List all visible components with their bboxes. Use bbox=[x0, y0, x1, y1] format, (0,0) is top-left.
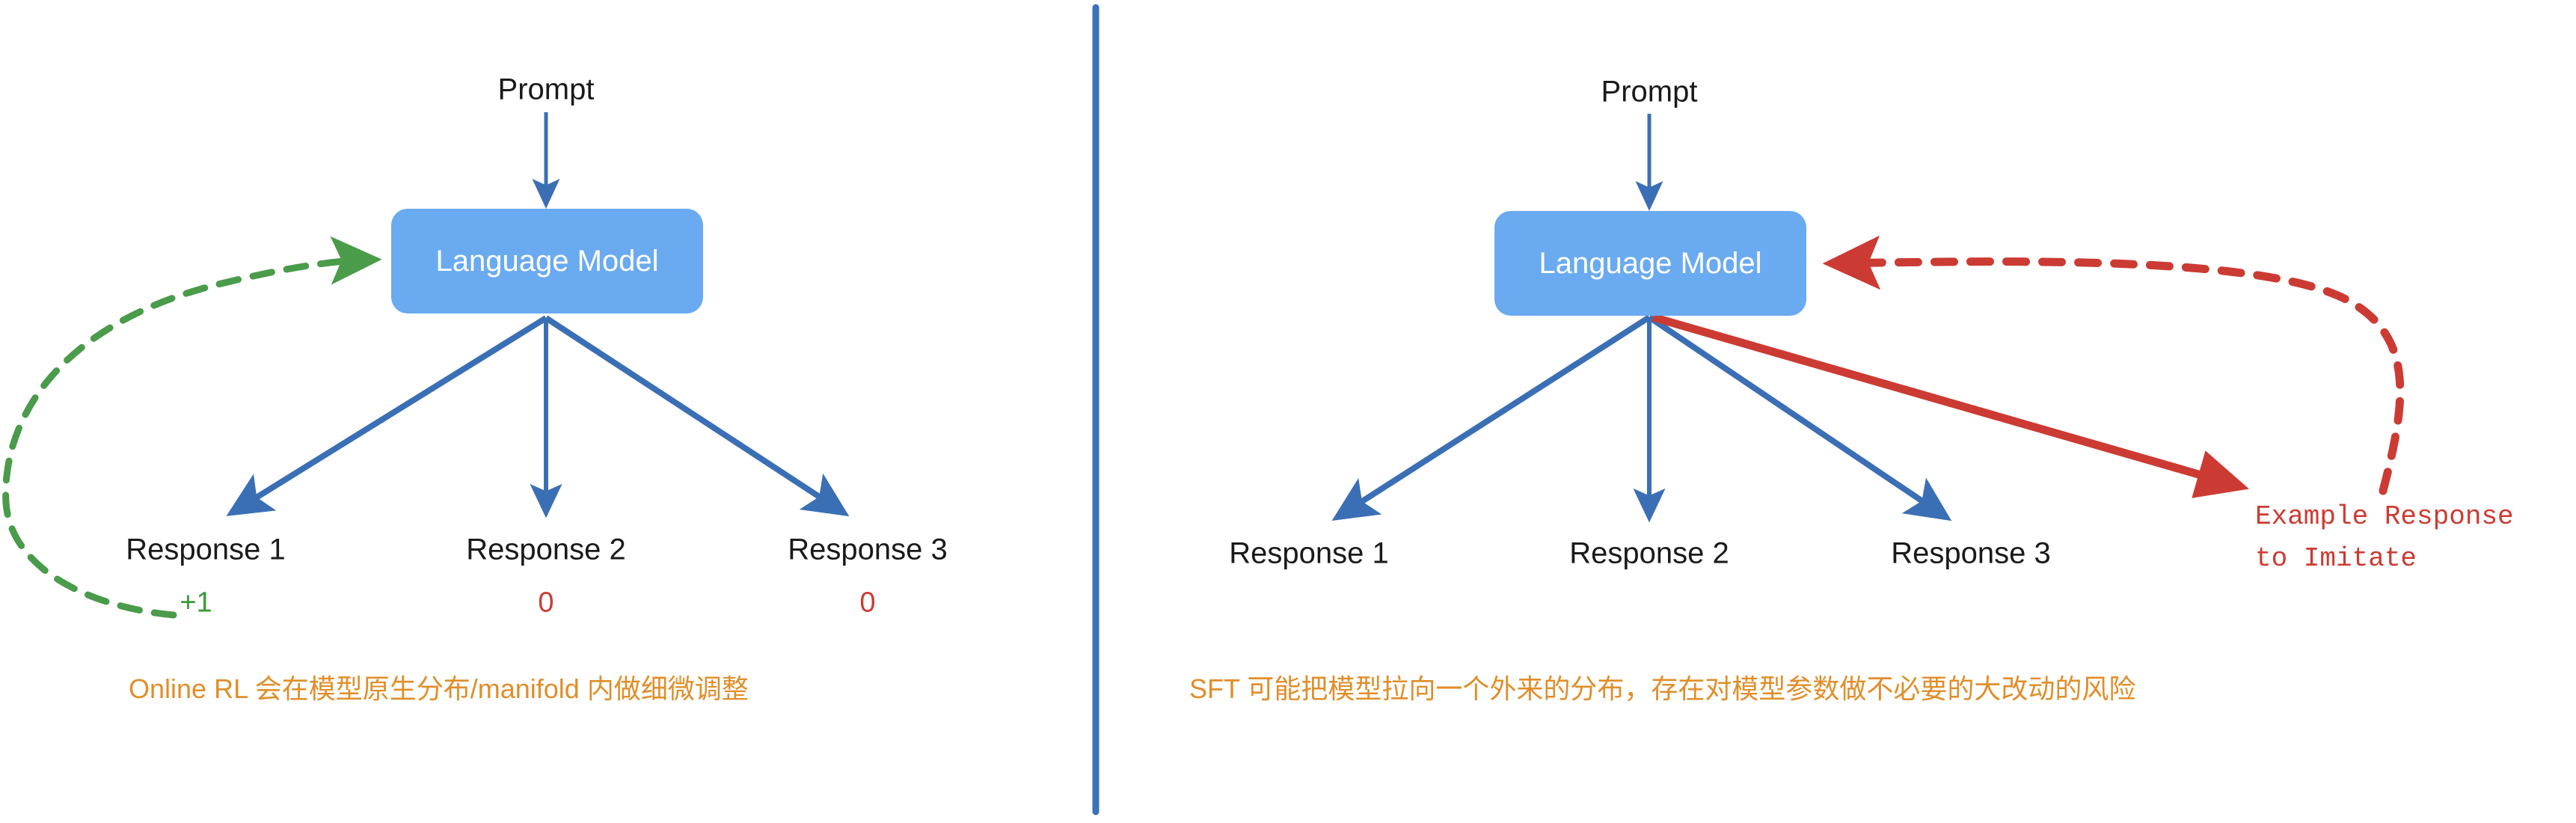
left-response-3-score: 0 bbox=[859, 587, 876, 619]
right-language-model-box[interactable]: Language Model bbox=[1494, 211, 1806, 316]
right-arrow-response-3 bbox=[1647, 314, 1952, 521]
left-language-model-box[interactable]: Language Model bbox=[391, 209, 703, 313]
right-response-2-label: Response 2 bbox=[1569, 536, 1729, 570]
left-response-2-label: Response 2 bbox=[466, 533, 626, 566]
left-prompt-label: Prompt bbox=[497, 73, 595, 106]
right-imitation-update-arrow bbox=[1822, 235, 2405, 495]
example-response-line-1: Example Response bbox=[2255, 501, 2514, 532]
right-prompt-label: Prompt bbox=[1601, 75, 1698, 108]
left-panel-caption: Online RL 会在模型原生分布/manifold 内做细微调整 bbox=[129, 673, 749, 704]
example-response-line-2: to Imitate bbox=[2255, 543, 2417, 574]
left-response-2-score: 0 bbox=[538, 587, 554, 619]
left-language-model-label: Language Model bbox=[435, 244, 659, 278]
right-language-model-label: Language Model bbox=[1539, 246, 1762, 280]
left-response-1-score: +1 bbox=[180, 587, 212, 619]
left-arrow-response-1 bbox=[226, 315, 548, 516]
left-response-1-label: Response 1 bbox=[126, 533, 286, 566]
left-response-3-label: Response 3 bbox=[788, 533, 948, 566]
right-response-1-label: Response 1 bbox=[1229, 536, 1389, 570]
left-reward-feedback-arrow bbox=[2, 236, 382, 619]
left-arrow-response-3 bbox=[544, 315, 850, 517]
right-arrow-example-response bbox=[1652, 313, 2250, 498]
right-response-3-label: Response 3 bbox=[1891, 536, 2051, 570]
right-panel-caption: SFT 可能把模型拉向一个外来的分布，存在对模型参数做不必要的大改动的风险 bbox=[1189, 673, 2136, 704]
right-arrow-response-1 bbox=[1331, 314, 1652, 521]
